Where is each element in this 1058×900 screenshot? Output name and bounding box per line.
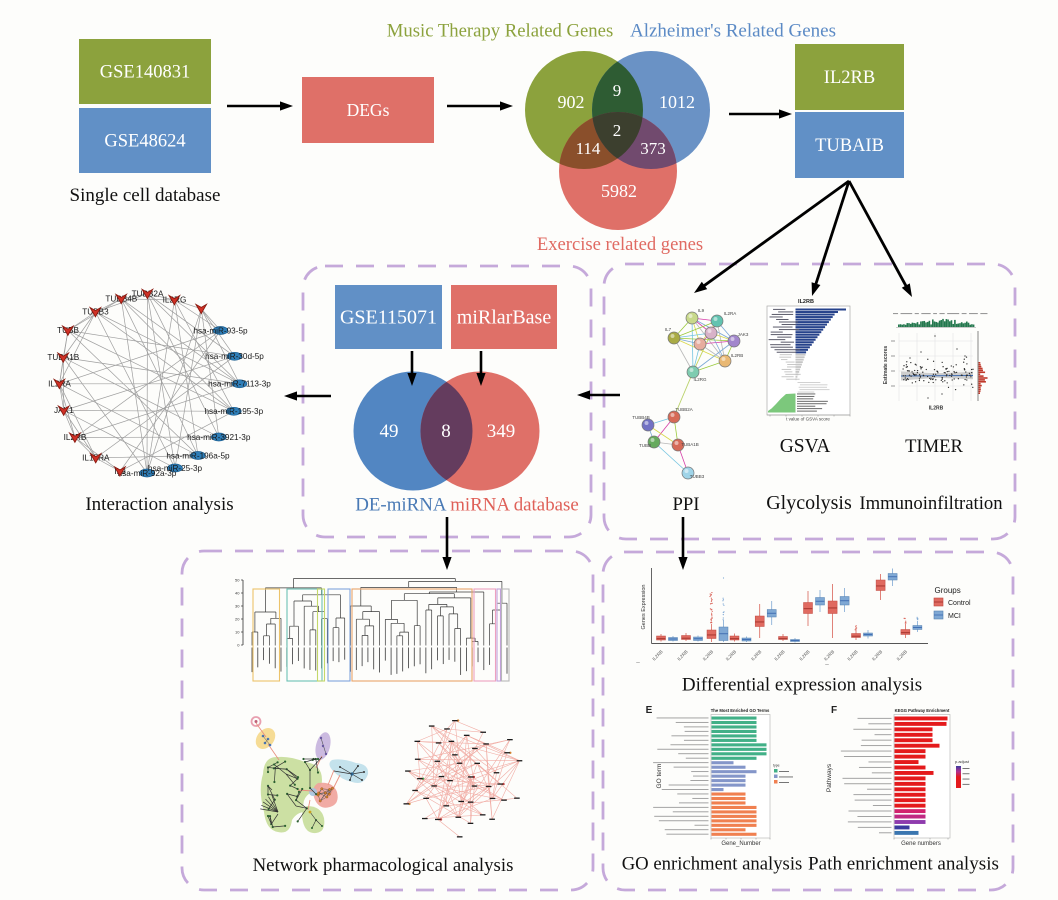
svg-text:DEGs: DEGs — [347, 100, 390, 120]
svg-text:GO enrichment analysis: GO enrichment analysis — [622, 854, 803, 875]
svg-text:GSE140831: GSE140831 — [100, 63, 190, 83]
svg-text:Interaction analysis: Interaction analysis — [85, 494, 233, 515]
svg-text:GSE115071: GSE115071 — [340, 307, 437, 329]
svg-text:IL7: IL7 — [665, 327, 672, 332]
svg-text:Music Therapy Related Genes: Music Therapy Related Genes — [387, 21, 613, 42]
svg-text:MCI: MCI — [948, 613, 961, 620]
svg-text:349: 349 — [487, 421, 516, 442]
svg-text:373: 373 — [640, 139, 666, 158]
svg-text:IL9: IL9 — [698, 308, 705, 313]
svg-text:Groups: Groups — [935, 586, 961, 595]
svg-text:TUBB2A: TUBB2A — [675, 407, 693, 412]
svg-text:0: 0 — [237, 643, 240, 648]
svg-text:hsa-miR-93-5p: hsa-miR-93-5p — [193, 326, 248, 335]
svg-text:Network pharmacological analys: Network pharmacological analysis — [253, 855, 514, 876]
svg-text:–: – — [824, 660, 829, 668]
svg-text:GSVA: GSVA — [780, 436, 831, 457]
svg-text:Pathways: Pathways — [826, 763, 833, 792]
svg-text:10: 10 — [235, 630, 240, 635]
svg-text:Glycolysis: Glycolysis — [766, 492, 852, 514]
svg-text:49: 49 — [380, 421, 399, 442]
svg-text:Genes Expression: Genes Expression — [641, 585, 647, 630]
svg-text:IL2RB: IL2RB — [929, 406, 944, 412]
svg-text:Single cell database: Single cell database — [70, 185, 221, 206]
svg-text:p.adjust: p.adjust — [955, 759, 970, 764]
svg-text:Control: Control — [948, 600, 971, 607]
svg-text:50: 50 — [235, 578, 240, 583]
svg-text:TUBA1B: TUBA1B — [681, 442, 699, 447]
svg-text:Gene_Number: Gene_Number — [721, 841, 760, 847]
svg-text:The Most Enriched GO Terms: The Most Enriched GO Terms — [711, 708, 770, 713]
svg-text:114: 114 — [576, 139, 601, 158]
svg-text:PPI: PPI — [672, 494, 699, 515]
svg-text:t value of GSVA score: t value of GSVA score — [786, 417, 830, 422]
svg-text:F: F — [831, 705, 837, 716]
svg-text:type: type — [773, 764, 780, 768]
svg-text:DE-miRNA miRNA database: DE-miRNA miRNA database — [355, 495, 579, 516]
svg-text:Alzheimer's Related Genes: Alzheimer's Related Genes — [630, 21, 836, 42]
svg-text:Gene numbers: Gene numbers — [901, 841, 941, 847]
svg-text:TUBB: TUBB — [639, 443, 651, 448]
svg-text:hsa-miR-195-3p: hsa-miR-195-3p — [204, 407, 263, 416]
svg-text:IL2RA: IL2RA — [724, 311, 737, 316]
svg-text:TUBB3: TUBB3 — [690, 474, 705, 479]
svg-text:Estimate scores: Estimate scores — [883, 346, 889, 385]
svg-text:hsa-miR-3921-3p: hsa-miR-3921-3p — [187, 433, 251, 442]
svg-text:hsa-miR-25-3p: hsa-miR-25-3p — [148, 464, 203, 473]
svg-text:KEGG Pathway Enrichment: KEGG Pathway Enrichment — [895, 708, 950, 713]
svg-text:miRlarBase: miRlarBase — [457, 307, 552, 329]
svg-text:IL2RB: IL2RB — [731, 353, 744, 358]
svg-text:IL2RG: IL2RG — [693, 377, 707, 382]
svg-text:902: 902 — [558, 92, 585, 112]
svg-text:TIMER: TIMER — [905, 436, 963, 457]
svg-text:TUBAIB: TUBAIB — [815, 136, 884, 156]
svg-text:TUBB4B: TUBB4B — [632, 415, 650, 420]
svg-text:hsa-miR-7113-3p: hsa-miR-7113-3p — [208, 380, 271, 389]
svg-text:hsa-miR-196a-5p: hsa-miR-196a-5p — [166, 451, 230, 460]
svg-text:9: 9 — [613, 81, 622, 100]
svg-text:Path enrichment analysis: Path enrichment analysis — [808, 854, 999, 875]
svg-text:8: 8 — [441, 421, 451, 442]
svg-text:GO term: GO term — [656, 764, 663, 789]
svg-text:Immunoinfiltration: Immunoinfiltration — [859, 493, 1003, 514]
svg-text:5982: 5982 — [601, 181, 637, 201]
svg-text:IL2RB: IL2RB — [798, 299, 814, 305]
svg-text:20: 20 — [235, 617, 240, 622]
svg-text:Differential expression analys: Differential expression analysis — [682, 675, 922, 696]
svg-text:hsa-miR-30d-5p: hsa-miR-30d-5p — [205, 352, 264, 361]
svg-text:2: 2 — [613, 121, 622, 140]
svg-text:IL2RB: IL2RB — [824, 68, 875, 88]
svg-text:Exercise related genes: Exercise related genes — [537, 234, 703, 255]
svg-text:–: – — [635, 658, 640, 666]
svg-text:JAK3: JAK3 — [738, 332, 749, 337]
svg-text:1012: 1012 — [659, 92, 695, 112]
svg-text:GSE48624: GSE48624 — [104, 132, 185, 152]
svg-text:30: 30 — [235, 604, 240, 609]
svg-text:hsa-miR-92a-3p: hsa-miR-92a-3p — [118, 469, 177, 478]
svg-text:40: 40 — [235, 591, 240, 596]
svg-text:E: E — [646, 705, 653, 716]
